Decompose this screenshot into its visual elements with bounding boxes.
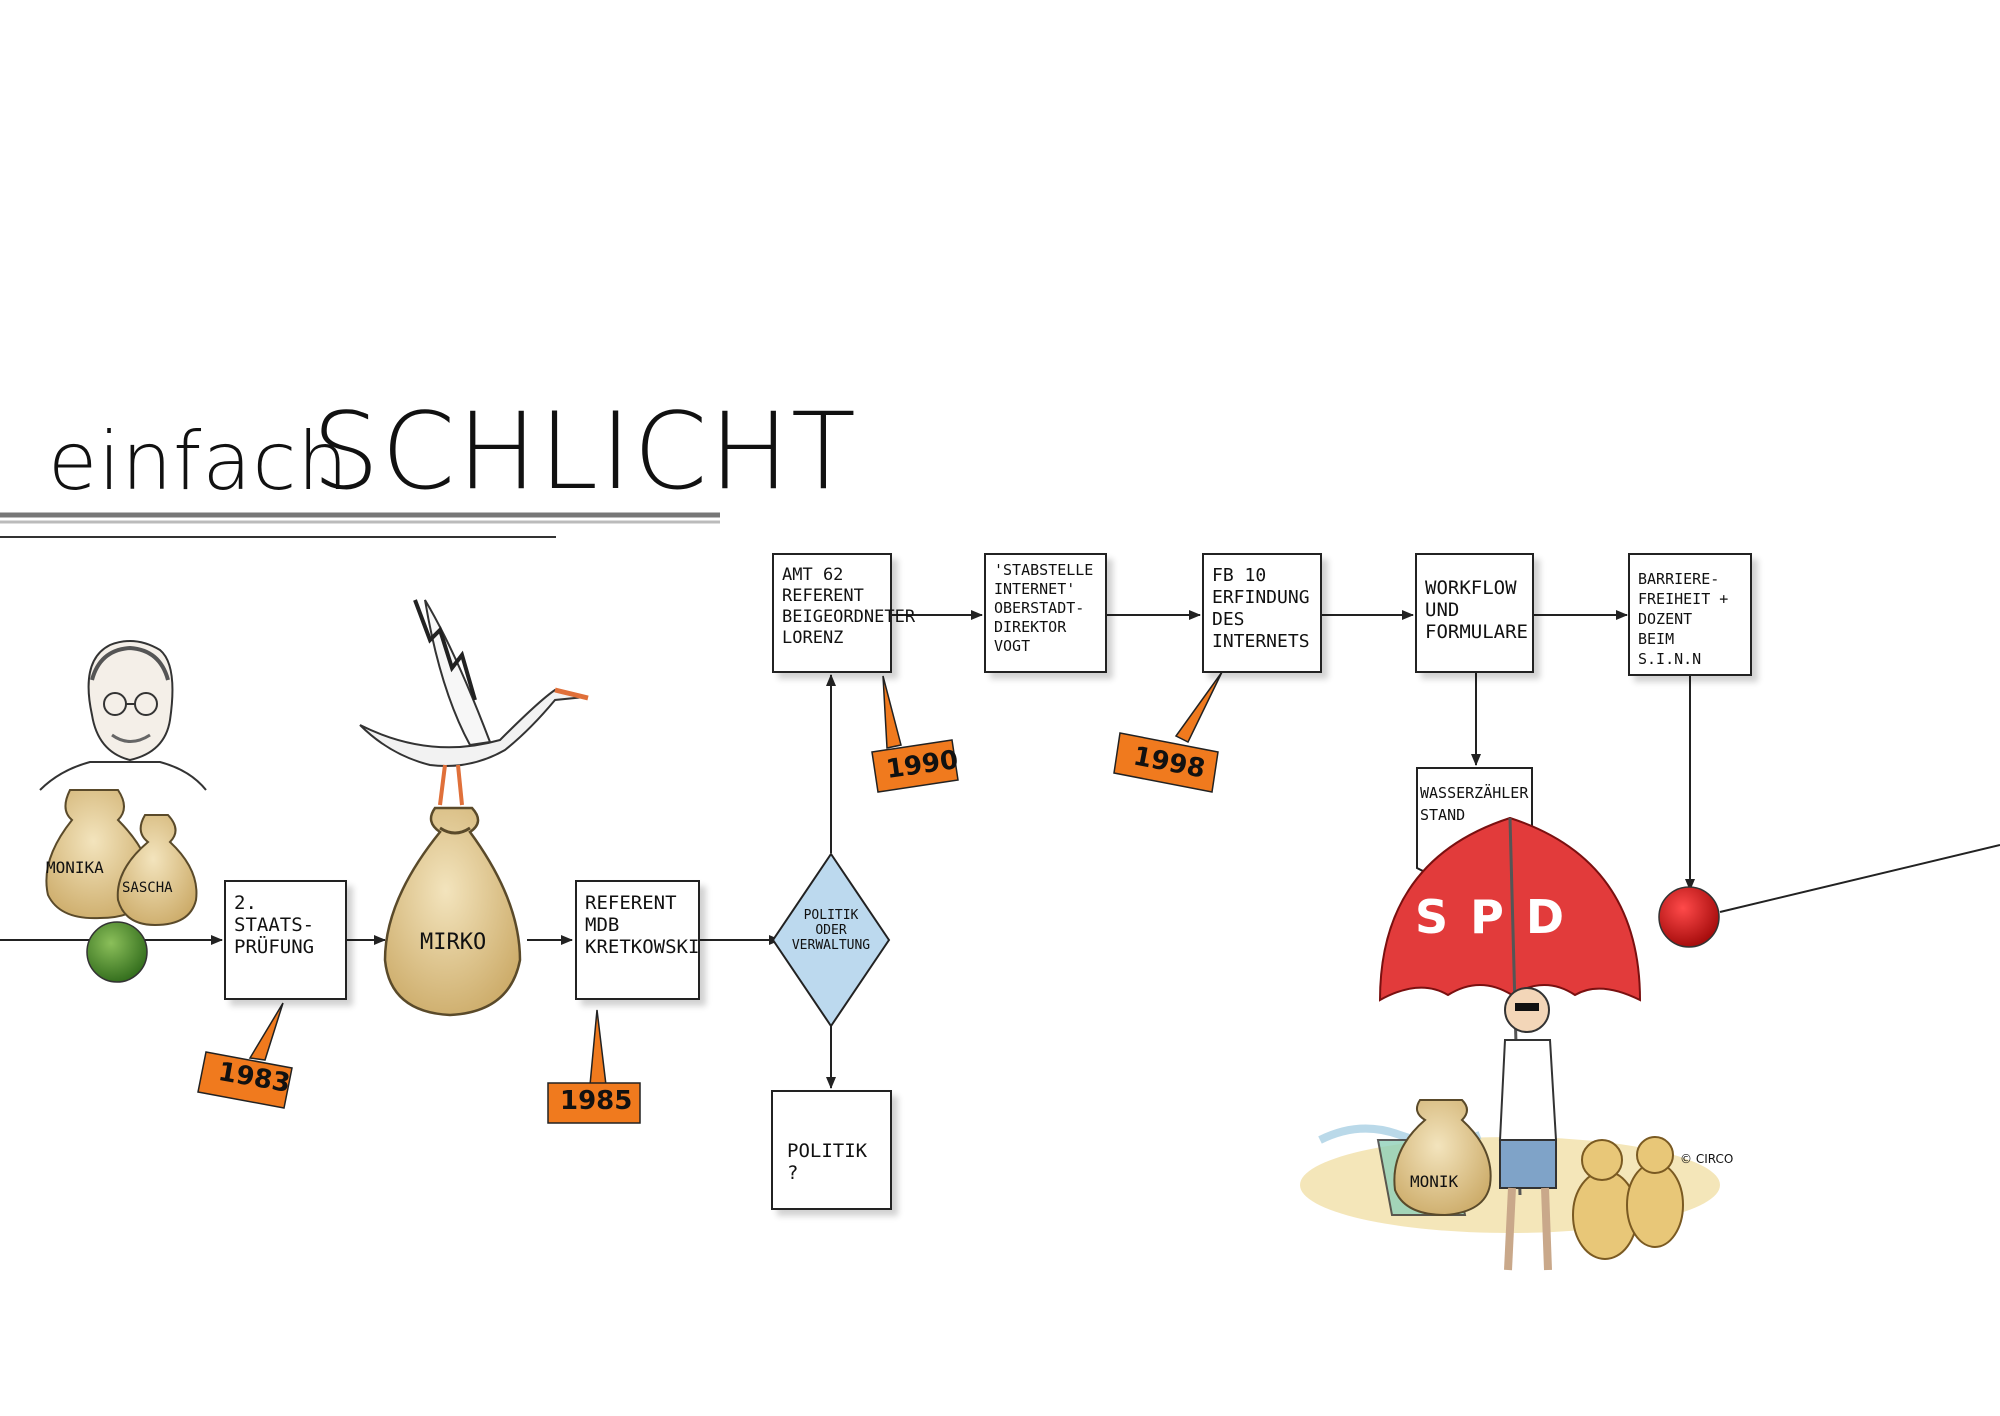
title-word-einfach: einfach: [48, 415, 350, 508]
portrait-illustration: [39, 640, 207, 791]
node-barriere: BARRIERE- FREIHEIT + DOZENT BEIM S.I.N.N: [1628, 553, 1752, 676]
node-staatspruefung: 2. STAATS- PRÜFUNG: [224, 880, 347, 1000]
bag-label-mirko: MIRKO: [420, 930, 487, 955]
bag-sascha-illustration: [116, 814, 198, 927]
title-underline: [0, 512, 720, 538]
bag-label-sascha: SASCHA: [122, 880, 173, 896]
year-tag-1998: [1113, 671, 1223, 793]
node-politik: POLITIK ?: [771, 1090, 892, 1210]
main-flow-connectors: [0, 610, 2000, 1089]
node-fb10: FB 10 ERFINDUNG DES INTERNETS: [1202, 553, 1322, 673]
year-tag-1990: [871, 675, 959, 793]
beach-scene-illustration: [1300, 816, 1720, 1271]
bag-label-monika: MONIKA: [46, 858, 104, 877]
node-workflow: WORKFLOW UND FORMULARE: [1415, 553, 1534, 673]
stork-illustration: [359, 599, 589, 806]
year-tag-1985: [547, 1009, 641, 1124]
end-node: [1658, 886, 1720, 948]
umbrella-label: SPD: [1415, 890, 1587, 944]
year-1985: 1985: [560, 1086, 633, 1116]
decision-diamond: [771, 852, 891, 1028]
decision-label: POLITIK ODER VERWALTUNG: [791, 908, 871, 953]
bag-label-monika-beach: MONIK: [1410, 1172, 1459, 1191]
copyright-signature: © CIRCO: [1680, 1152, 1734, 1166]
node-stabstelle: 'STABSTELLE INTERNET' OBERSTADT- DIREKTO…: [984, 553, 1107, 673]
title-word-schlicht: SCHLICHT: [312, 390, 858, 513]
year-tag-1983: [197, 1002, 293, 1109]
bag-mirko-illustration: [383, 806, 522, 1017]
node-wasserzaehler: WASSERZÄHLER STAND: [1420, 784, 1529, 824]
node-referent-mdb: REFERENT MDB KRETKOWSKI: [575, 880, 700, 1000]
start-node: [86, 921, 148, 983]
node-amt62: AMT 62 REFERENT BEIGEORDNETER LORENZ: [772, 553, 915, 673]
